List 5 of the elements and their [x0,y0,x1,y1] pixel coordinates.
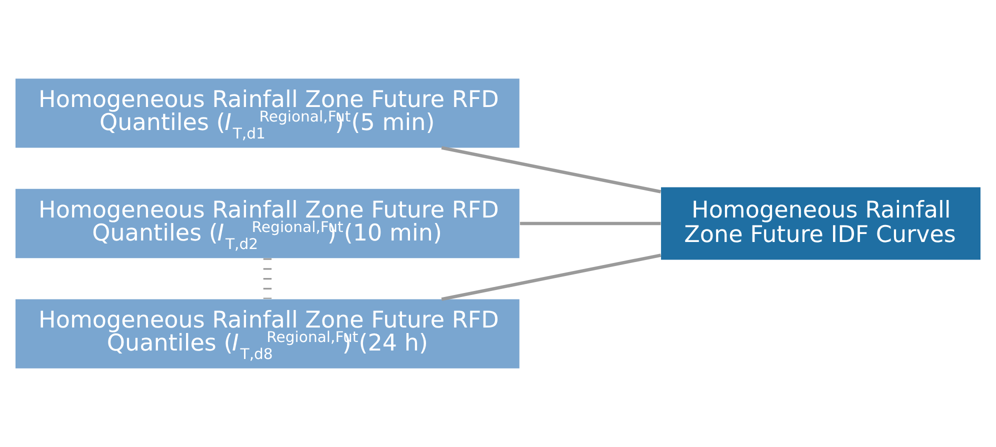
connector [263,258,272,299]
connector [441,254,662,301]
node-box: Homogeneous Rainfall Zone Future IDF Curves [661,187,980,260]
connector [520,222,661,226]
connector [441,146,662,194]
